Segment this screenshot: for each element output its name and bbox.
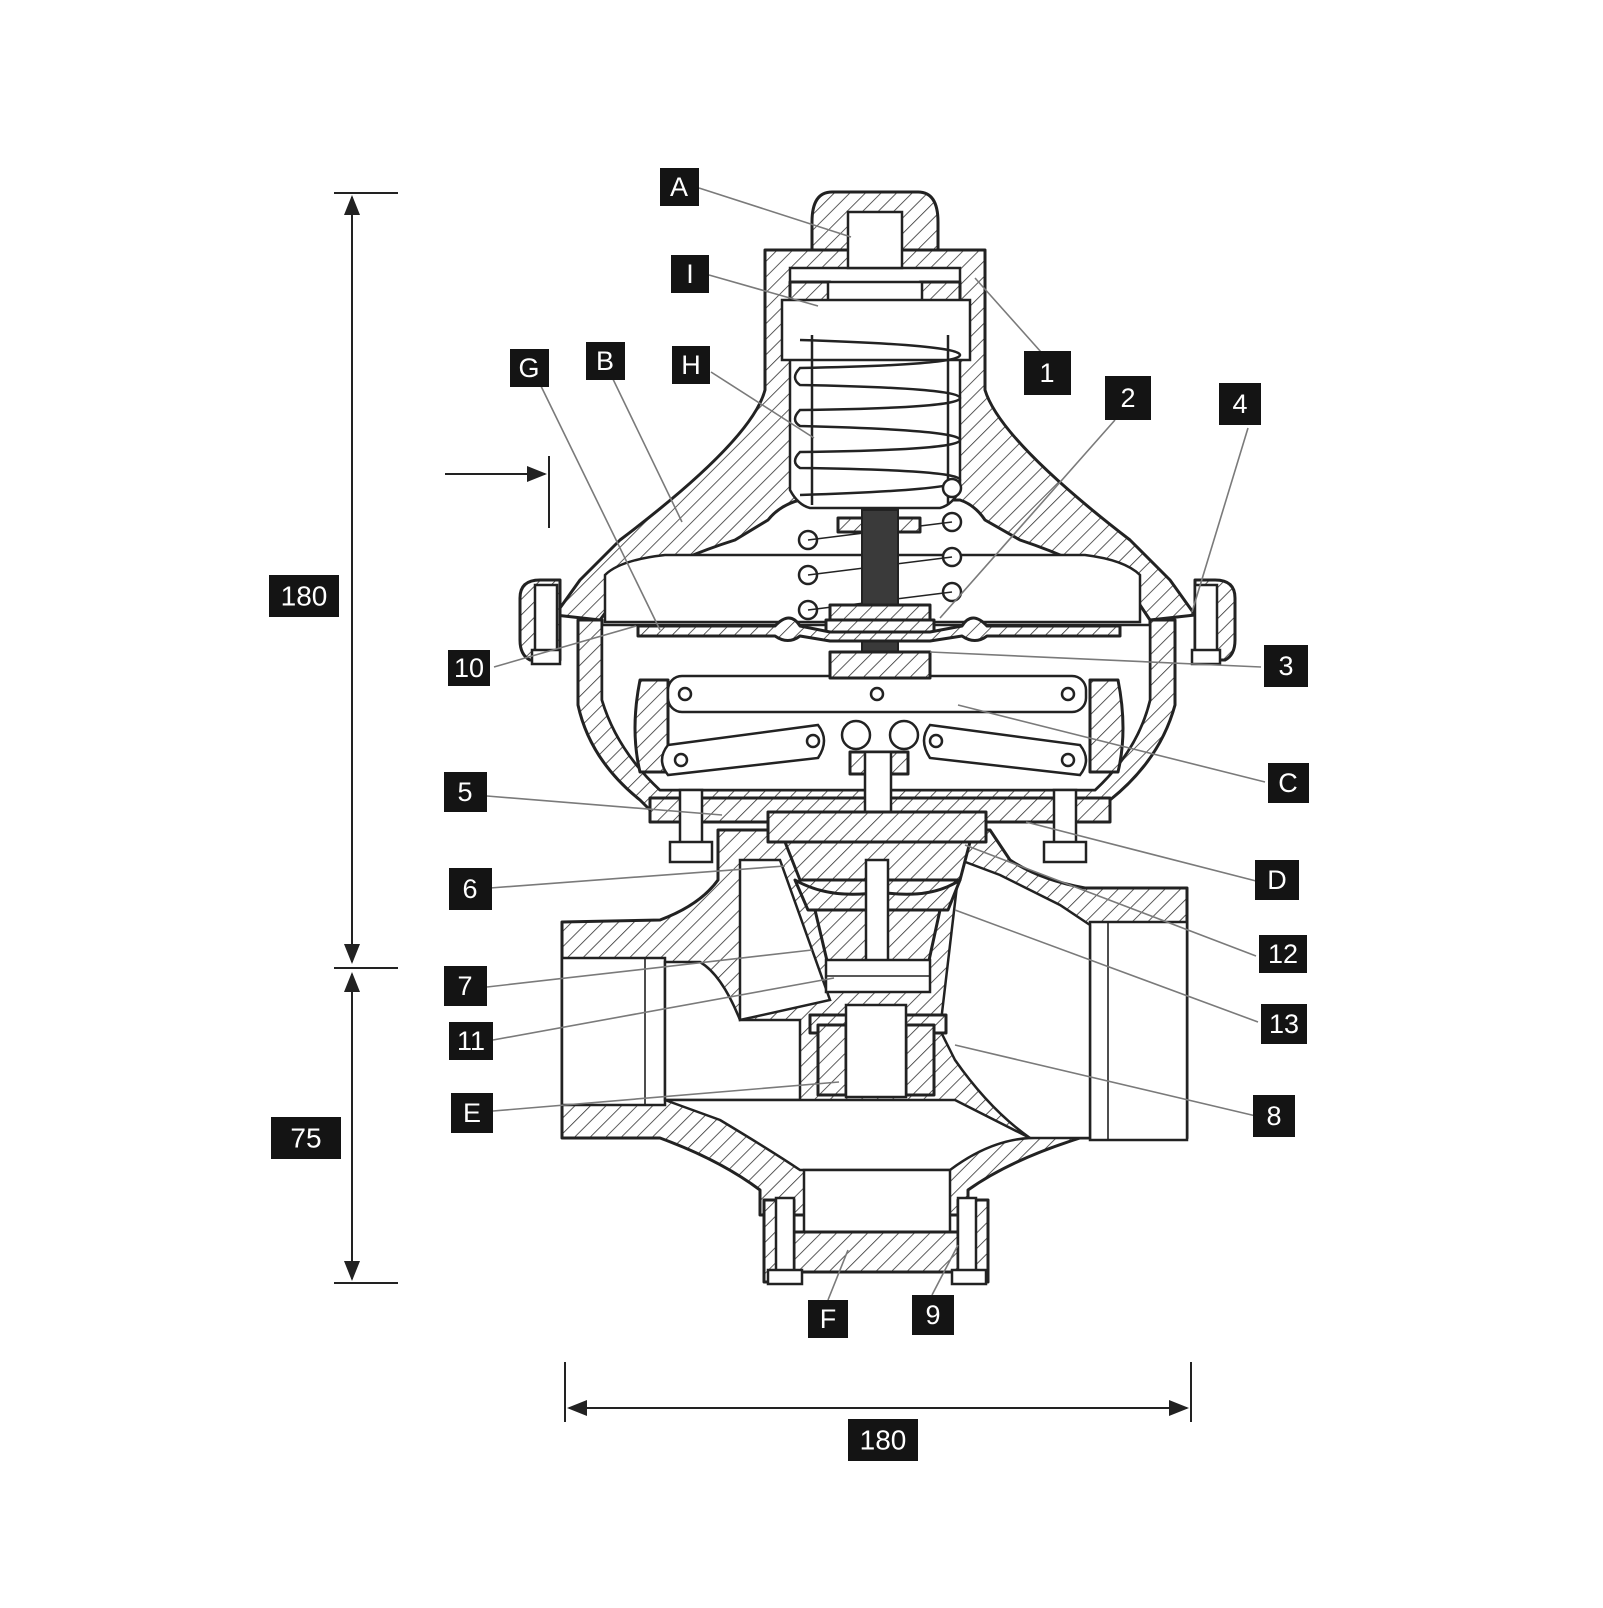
svg-text:D: D [1267,865,1287,895]
label-C: C [1268,763,1309,803]
svg-text:13: 13 [1269,1009,1299,1039]
svg-text:E: E [463,1098,481,1128]
label-5: 5 [444,772,487,812]
label-3: 3 [1264,645,1308,687]
svg-text:5: 5 [457,777,472,807]
lever-mechanism [660,674,1088,777]
svg-text:75: 75 [290,1123,321,1154]
label-E: E [451,1093,493,1133]
svg-text:3: 3 [1278,651,1293,681]
label-13: 13 [1261,1004,1307,1044]
label-D: D [1255,860,1299,900]
svg-text:1: 1 [1039,358,1054,388]
label-B: B [586,342,625,380]
svg-text:10: 10 [454,653,484,683]
svg-text:4: 4 [1232,389,1247,419]
svg-text:B: B [596,346,614,376]
label-9: 9 [912,1295,954,1335]
dim-label-height-upper: 180 [269,575,339,617]
plug-assembly [766,750,988,994]
label-1: 1 [1024,351,1071,395]
dimension-labels: 180 75 180 [269,575,918,1461]
leader-lines [486,187,1266,1301]
label-4: 4 [1219,383,1261,425]
svg-text:F: F [820,1304,837,1334]
main-spring [793,335,962,505]
label-11: 11 [449,1022,493,1060]
svg-text:H: H [681,350,701,380]
secondary-spring [797,477,963,621]
svg-text:11: 11 [457,1026,485,1056]
svg-text:7: 7 [457,971,472,1001]
label-12: 12 [1259,935,1307,973]
label-A: A [660,168,699,206]
diaphragm [636,616,1122,643]
svg-text:C: C [1278,768,1298,798]
label-H: H [672,346,710,384]
label-8: 8 [1253,1095,1295,1137]
svg-text:180: 180 [281,581,328,612]
part-labels: A I 1 G B H 2 4 10 3 C 5 D 6 12 7 13 11 … [444,168,1309,1338]
dimension-lines [334,192,1192,1422]
svg-text:180: 180 [860,1425,907,1456]
label-6: 6 [449,868,492,910]
central-spindle [824,509,936,680]
dim-label-height-lower: 75 [271,1117,341,1159]
svg-text:6: 6 [462,874,477,904]
housing-bolts [668,788,1088,864]
svg-text:G: G [518,353,539,383]
svg-text:I: I [686,259,694,289]
label-I: I [671,255,709,293]
valve-seat [808,1003,948,1099]
label-7: 7 [444,966,487,1006]
label-G: G [510,349,549,387]
dim-label-width: 180 [848,1419,918,1461]
label-10: 10 [448,650,490,686]
svg-text:A: A [670,172,688,202]
svg-text:12: 12 [1268,939,1298,969]
svg-text:8: 8 [1266,1101,1281,1131]
svg-text:2: 2 [1120,383,1135,413]
label-F: F [808,1300,848,1338]
svg-text:9: 9 [925,1300,940,1330]
label-2: 2 [1105,376,1151,420]
